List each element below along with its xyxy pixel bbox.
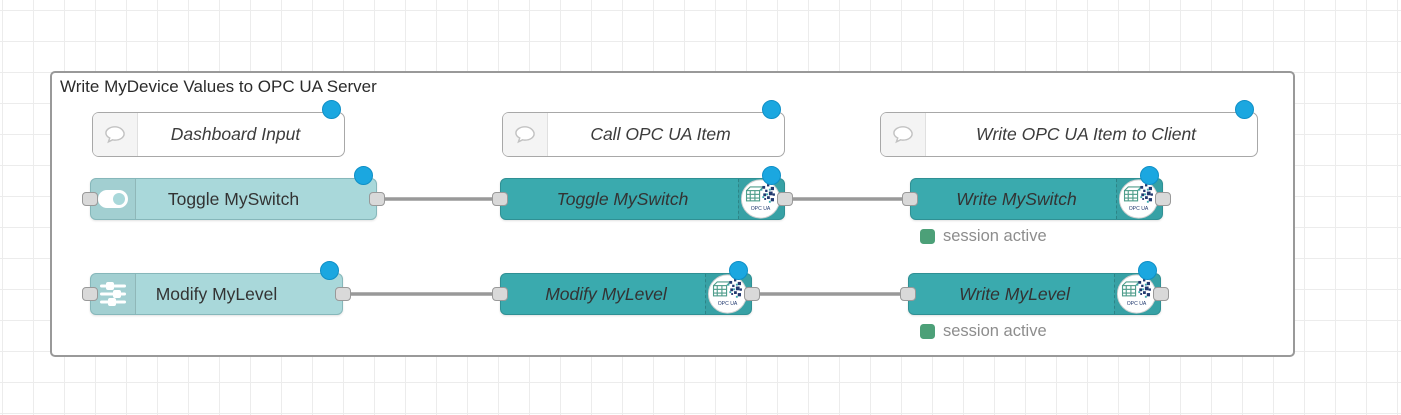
changed-indicator <box>729 261 748 280</box>
output-port[interactable] <box>744 287 760 301</box>
node-label: Modify MyLevel <box>545 283 667 304</box>
changed-indicator <box>320 261 339 280</box>
status-label: session active <box>943 227 1047 245</box>
changed-indicator <box>1235 100 1254 119</box>
toggle-switch-icon <box>98 190 128 208</box>
group-title: Write MyDevice Values to OPC UA Server <box>60 77 377 96</box>
input-port[interactable] <box>492 287 508 301</box>
output-port[interactable] <box>1153 287 1169 301</box>
output-port[interactable] <box>1155 192 1171 206</box>
opcua-badge-label: OPC UA <box>718 301 738 307</box>
comment-label: Call OPC UA Item <box>590 124 731 144</box>
comment-node-write-opcua-item[interactable]: Write OPC UA Item to Client <box>880 100 1258 157</box>
changed-indicator <box>1138 261 1157 280</box>
node-modify-mylevel-ui[interactable]: Modify MyLevel <box>82 261 351 315</box>
status-label: session active <box>943 322 1047 340</box>
comment-node-dashboard-input[interactable]: Dashboard Input <box>92 100 345 157</box>
status-dot <box>920 324 935 339</box>
speech-bubble-icon <box>893 125 913 143</box>
status-dot <box>920 229 935 244</box>
node-status-write-mylevel: session active <box>920 322 1047 341</box>
node-write-myswitch[interactable]: Write MySwitch OPC UA <box>902 166 1171 220</box>
output-port[interactable] <box>369 192 385 206</box>
node-status-write-myswitch: session active <box>920 227 1047 246</box>
input-port[interactable] <box>492 192 508 206</box>
node-modify-mylevel-call[interactable]: Modify MyLevel OPC UA <box>492 261 760 315</box>
comment-node-call-opcua-item[interactable]: Call OPC UA Item <box>502 100 785 157</box>
opcua-badge-label: OPC UA <box>751 206 771 212</box>
node-icon-area <box>91 274 136 314</box>
comment-icon-area <box>503 113 548 156</box>
node-label: Write MySwitch <box>956 188 1077 209</box>
node-toggle-myswitch-ui[interactable]: Toggle MySwitch <box>82 166 385 220</box>
changed-indicator <box>762 166 781 185</box>
node-label: Modify MyLevel <box>155 283 278 304</box>
opcua-logo-icon: OPC UA <box>1116 274 1157 314</box>
opcua-logo-icon: OPC UA <box>740 179 781 219</box>
comment-icon-area <box>93 113 138 156</box>
input-port[interactable] <box>902 192 918 206</box>
input-port[interactable] <box>82 192 98 206</box>
opcua-logo-icon: OPC UA <box>707 274 748 314</box>
node-label: Toggle MySwitch <box>167 188 300 209</box>
output-port[interactable] <box>777 192 793 206</box>
speech-bubble-icon <box>515 125 535 143</box>
node-icon-area <box>91 179 136 219</box>
output-port[interactable] <box>335 287 351 301</box>
speech-bubble-icon <box>105 125 125 143</box>
comment-icon-area <box>881 113 926 156</box>
opcua-logo-icon: OPC UA <box>1118 179 1159 219</box>
node-label: Toggle MySwitch <box>556 188 689 209</box>
node-toggle-myswitch-call[interactable]: Toggle MySwitch OPC UA <box>492 166 793 220</box>
opcua-badge-label: OPC UA <box>1127 301 1147 307</box>
changed-indicator <box>1140 166 1159 185</box>
sliders-icon <box>100 282 126 306</box>
node-label: Write MyLevel <box>959 283 1070 304</box>
changed-indicator <box>322 100 341 119</box>
comment-label: Dashboard Input <box>170 124 301 144</box>
input-port[interactable] <box>900 287 916 301</box>
input-port[interactable] <box>82 287 98 301</box>
comment-label: Write OPC UA Item to Client <box>975 124 1197 144</box>
changed-indicator <box>762 100 781 119</box>
opcua-badge-label: OPC UA <box>1129 206 1149 212</box>
node-write-mylevel[interactable]: Write MyLevel OPC UA <box>900 261 1169 315</box>
changed-indicator <box>354 166 373 185</box>
